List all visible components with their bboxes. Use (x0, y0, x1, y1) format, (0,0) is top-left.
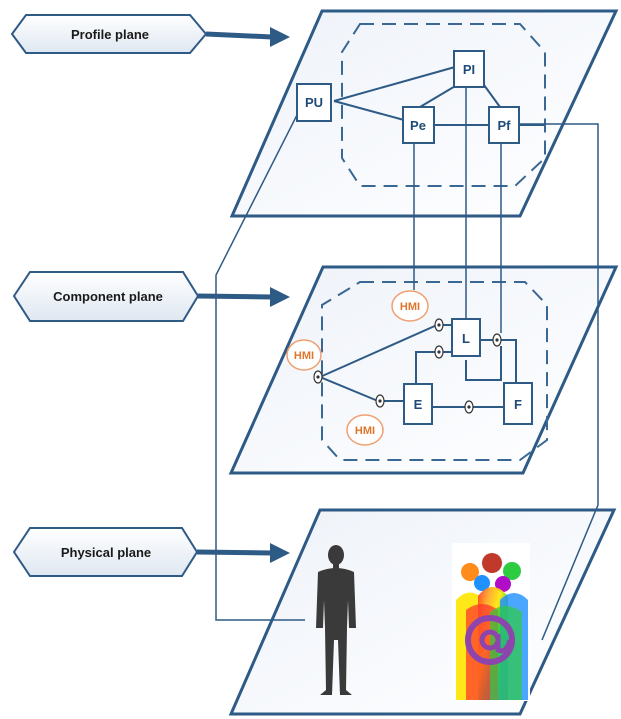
hmi-bottom-label: HMI (355, 425, 375, 437)
hmi-bottom: HMI (346, 414, 384, 446)
profile-plane-label: Profile plane (71, 27, 149, 42)
pu-label: PU (305, 95, 323, 110)
component-plane-arrow (197, 287, 290, 307)
pe-label: Pe (410, 118, 426, 133)
physical-plane-banner: Physical plane (12, 527, 199, 577)
port-icon (464, 400, 474, 414)
port-icon (434, 318, 444, 332)
hmi-left: HMI (286, 339, 322, 371)
pf-label: Pf (498, 118, 512, 133)
l-label: L (462, 331, 470, 346)
pe-node: Pe (402, 106, 435, 144)
profile-plane-arrow (205, 27, 290, 47)
component-dashed-region (321, 281, 548, 461)
l-node: L (451, 318, 481, 357)
port-icon (313, 370, 323, 384)
component-plane-label: Component plane (53, 289, 163, 304)
pf-to-physical-line (518, 123, 599, 641)
inter-plane-links (413, 87, 502, 333)
pu-node: PU (296, 83, 332, 122)
f-label: F (514, 397, 522, 412)
physical-plane-arrow (196, 543, 290, 563)
hmi-left-label: HMI (294, 350, 314, 362)
port-icon (492, 333, 502, 347)
port-icon (375, 394, 385, 408)
component-edges (319, 324, 517, 408)
physical-plane-label: Physical plane (61, 545, 151, 560)
profile-dashed-region (341, 23, 546, 187)
port-icon (434, 345, 444, 359)
colorful-group-email-icon (452, 543, 530, 701)
physical-plane (228, 508, 617, 716)
pi-node: PI (453, 50, 485, 88)
pu-to-physical-line (215, 112, 305, 621)
e-label: E (414, 397, 423, 412)
hmi-top-label: HMI (400, 301, 420, 313)
f-node: F (503, 382, 533, 425)
hmi-top: HMI (391, 290, 429, 322)
person-silhouette-icon (316, 545, 356, 695)
component-plane-banner: Component plane (12, 271, 200, 322)
e-node: E (403, 383, 433, 425)
pi-label: PI (463, 62, 475, 77)
profile-plane-banner: Profile plane (10, 14, 208, 54)
profile-edges (333, 66, 545, 126)
pf-node: Pf (488, 106, 520, 144)
